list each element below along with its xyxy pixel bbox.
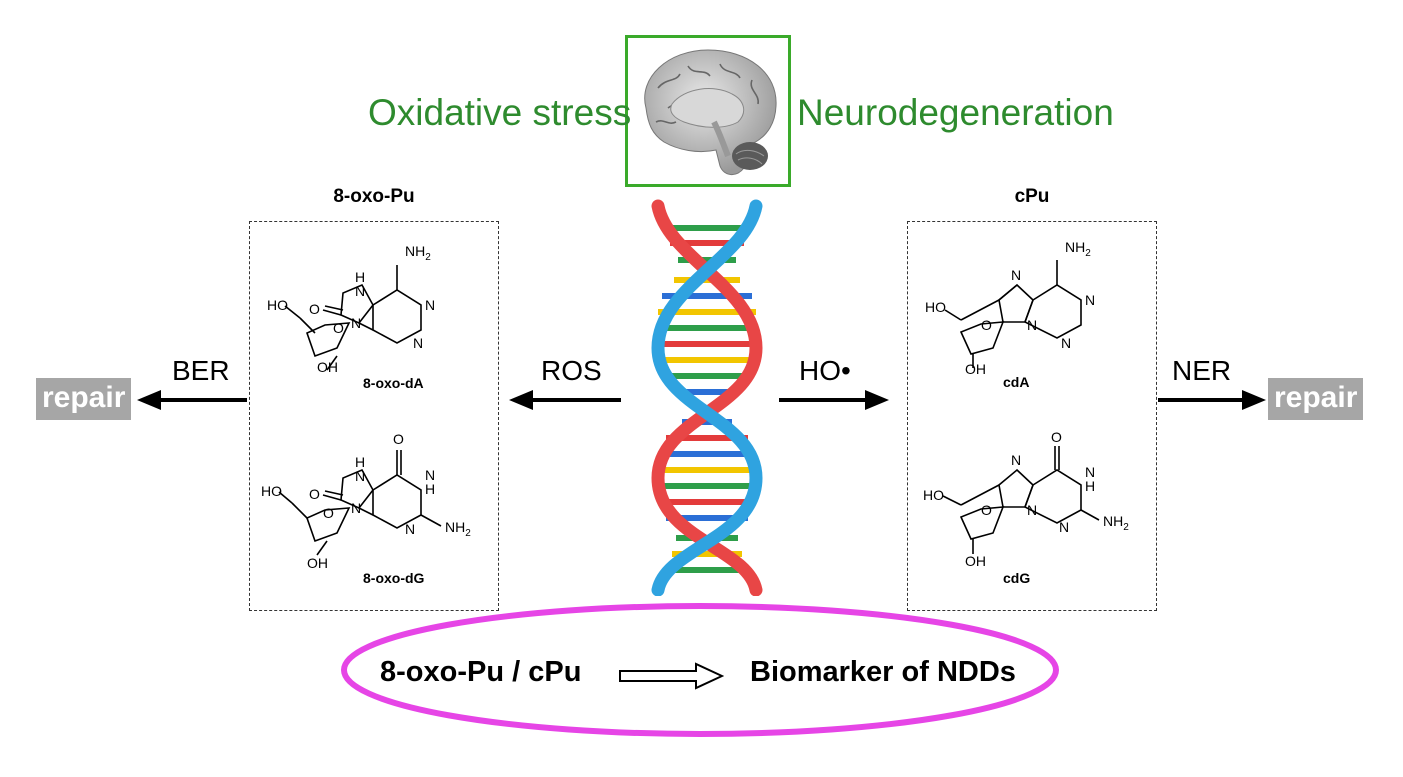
oxidative-stress-label: Oxidative stress [368,92,632,133]
o-label: O [981,502,992,518]
repair-right-badge: repair [1268,378,1364,420]
biomarker-ellipse [341,603,1059,737]
h-label: H [355,269,365,285]
oh-label: OH [965,361,986,377]
oh-label: OH [965,553,986,569]
8-oxo-dg-label: 8-oxo-dG [363,570,425,586]
h-label: H [1085,478,1095,494]
ner-arrow [1158,390,1266,410]
brain-icon [644,49,777,175]
n-label: N [1085,464,1095,480]
n-label: N [355,283,365,299]
nh2-label: NH2 [1103,513,1129,533]
nh2-label: NH2 [405,243,431,263]
h-label: H [355,454,365,470]
n-label: N [1011,267,1021,283]
ho-arrow [779,390,889,410]
ho-label: HO [925,299,946,315]
o-label: O [981,317,992,333]
o-label: O [309,486,320,502]
oh-label: OH [307,555,328,571]
ho-label: HO• [799,355,851,386]
nh2-label: NH2 [445,519,471,539]
neurodegeneration-label: Neurodegeneration [797,92,1114,133]
o-label: O [323,505,334,521]
repair-left-badge: repair [36,378,132,420]
8-oxo-dg-structure: O H N N H N N NH2 O O HO OH [261,431,471,571]
n-label: N [425,467,435,483]
right-molecule-box [907,221,1157,611]
brain-frame [625,35,791,187]
right-panel-title: cPu [1014,186,1050,207]
n-label: N [1011,452,1021,468]
n-label: N [355,468,365,484]
cda-label: cdA [1003,374,1030,390]
o-label: O [393,431,404,447]
h-label: H [425,481,435,497]
nh2-label: NH2 [1065,239,1091,259]
ho-label: HO [267,297,288,313]
8-oxo-da-structure: NH2 H N N N N O O HO OH [267,243,435,375]
ros-label: ROS [541,355,602,386]
n-label: N [1085,292,1095,308]
cda-structure: NH2 N N N N O HO OH [925,239,1095,377]
dna-helix-icon [651,199,763,596]
cdg-label: cdG [1003,570,1031,586]
n-label: N [1059,519,1069,535]
ros-arrow [509,390,621,410]
ho-label: HO [923,487,944,503]
ho-label: HO [261,483,282,499]
n-label: N [351,500,361,516]
n-label: N [1027,502,1037,518]
o-label: O [333,320,344,336]
cdg-structure: O N N H N N NH2 O HO OH [923,429,1129,569]
n-label: N [1061,335,1071,351]
ber-arrow [137,390,247,410]
n-label: N [413,335,423,351]
ner-label: NER [1172,355,1232,386]
n-label: N [405,521,415,537]
ber-label: BER [172,355,230,386]
biomarker-left-text: 8-oxo-Pu / cPu [380,656,582,688]
n-label: N [425,297,435,313]
biomarker-right-text: Biomarker of NDDs [750,656,1016,688]
n-label: N [1027,317,1037,333]
left-molecule-box [249,221,499,611]
n-label: N [351,315,361,331]
o-label: O [309,301,320,317]
open-arrow-icon [619,662,724,690]
o-label: O [1051,429,1062,445]
left-panel-title: 8-oxo-Pu [333,186,415,207]
oh-label: OH [317,359,338,375]
8-oxo-da-label: 8-oxo-dA [363,375,424,391]
